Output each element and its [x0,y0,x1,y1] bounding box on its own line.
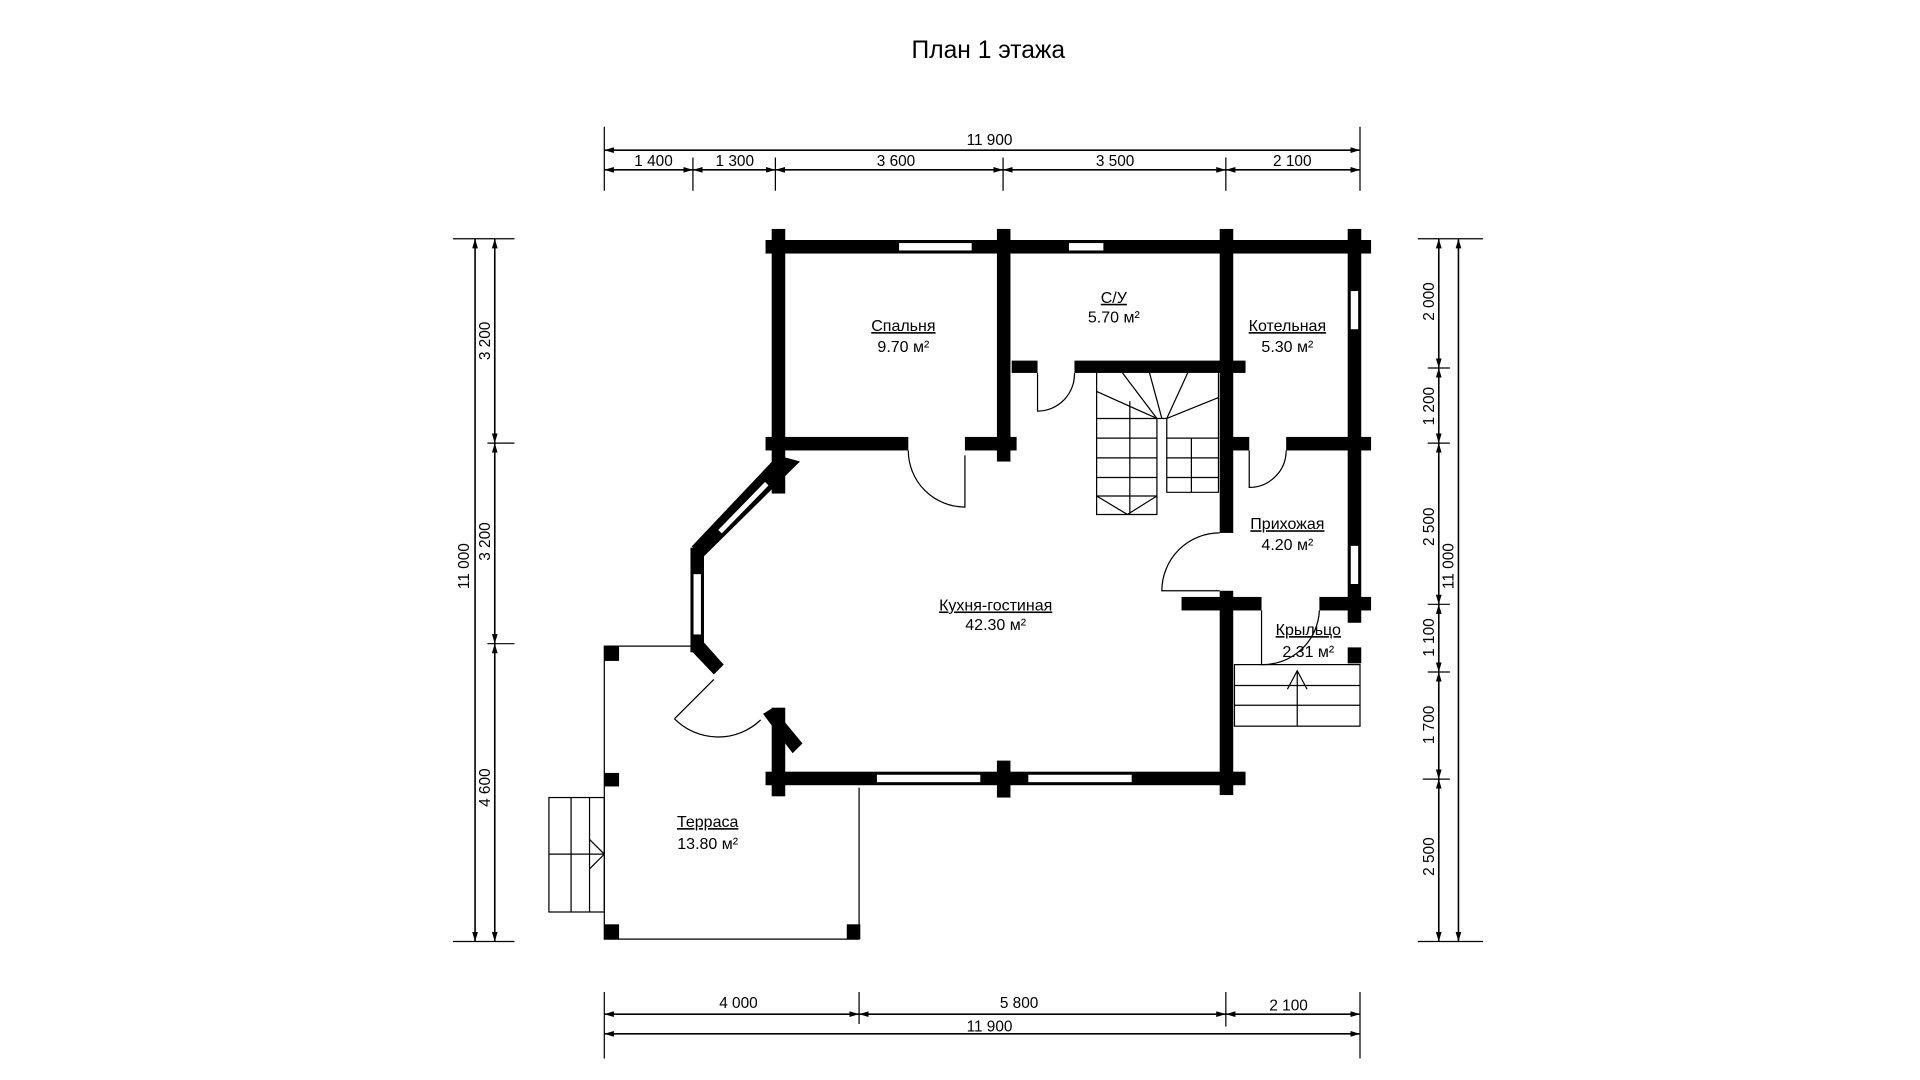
dim-right-0: 2 000 [1421,282,1438,320]
dim-top-4: 2 100 [1273,153,1311,170]
room-area: 5.70 м² [1088,309,1141,326]
room-area: 4.20 м² [1261,537,1314,554]
dim-bottom-total: 11 900 [967,1018,1013,1035]
dim-bottom-1: 5 800 [1000,995,1038,1012]
room-bathroom: С/У 5.70 м² [1088,290,1141,327]
room-porch: Крыльцо 2.31 м² [1276,622,1341,661]
room-name: Спальня [871,318,935,335]
doors [674,372,1320,738]
porch-steps [1233,664,1361,727]
dim-left-total: 11 000 [456,543,473,589]
dim-top-total: 11 900 [967,132,1013,149]
dim-left-0: 3 200 [477,322,494,360]
bottom-dimensions: 4 000 5 800 2 100 11 900 [603,992,1361,1059]
room-name: Котельная [1249,318,1326,335]
terrace [548,645,861,940]
room-name: Прихожая [1250,516,1324,533]
right-dimensions: 11 000 2 000 1 200 2 500 1 100 1 700 2 5… [1417,238,1484,943]
room-name: Кухня-гостиная [939,597,1052,614]
room-terrace: Терраса 13.80 м² [677,814,739,853]
walls [690,228,1372,798]
room-hallway: Прихожая 4.20 м² [1250,516,1324,554]
room-name: Крыльцо [1276,622,1341,639]
dim-top-0: 1 400 [634,153,672,170]
dim-right-total: 11 000 [1441,543,1458,589]
left-dimensions: 11 000 3 200 3 200 4 600 [452,238,515,943]
dim-right-2: 2 500 [1421,508,1438,546]
room-area: 2.31 м² [1282,644,1335,661]
dim-right-1: 1 200 [1421,387,1438,425]
dim-top-3: 3 500 [1096,153,1134,170]
room-area: 13.80 м² [677,836,738,853]
dim-left-1: 3 200 [477,522,494,560]
dim-bottom-0: 4 000 [719,995,757,1012]
room-area: 42.30 м² [965,617,1026,634]
stairs [1096,372,1220,516]
dim-right-4: 1 700 [1421,706,1438,744]
dim-top-1: 1 300 [716,153,754,170]
plan-title: План 1 этажа [912,37,1066,64]
room-area: 9.70 м² [877,339,930,356]
dim-right-5: 2 500 [1421,837,1438,875]
room-name: Терраса [677,814,738,831]
dim-bottom-2: 2 100 [1269,997,1307,1014]
room-labels: Спальня 9.70 м² С/У 5.70 м² Котельная 5.… [677,290,1341,853]
dim-right-3: 1 100 [1421,618,1438,656]
room-area: 5.30 м² [1261,339,1314,356]
room-name: С/У [1101,290,1128,307]
dim-top-2: 3 600 [877,153,915,170]
room-bedroom: Спальня 9.70 м² [871,318,935,356]
top-dimensions: 11 900 1 400 1 300 3 600 3 500 2 100 [603,126,1361,191]
room-kitchen-living: Кухня-гостиная 42.30 м² [939,597,1052,634]
room-boiler: Котельная 5.30 м² [1249,318,1326,356]
dim-left-2: 4 600 [477,768,494,806]
